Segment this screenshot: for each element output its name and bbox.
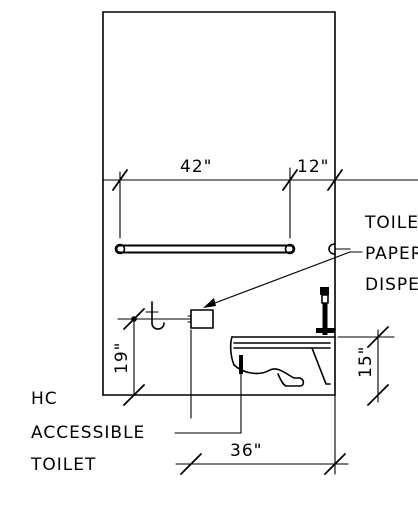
dim-grab-bar-width: 42" xyxy=(180,157,212,177)
dim-15-line xyxy=(337,326,395,406)
flush-valve-left xyxy=(117,301,214,330)
dim-flush-height: 19" xyxy=(112,342,132,374)
label-toilet-line2: ACCESSIBLE xyxy=(31,423,145,443)
label-paper-line3: DISPENSER xyxy=(365,275,418,295)
dispenser-leader xyxy=(203,251,363,308)
dim-19-line xyxy=(123,308,145,406)
dim-seat-height: 15" xyxy=(356,346,376,378)
label-toilet-line1: HC xyxy=(31,389,58,409)
dim-36-line xyxy=(175,394,349,475)
label-paper-line1: TOILET xyxy=(364,213,418,233)
label-toilet-line3: TOILET xyxy=(30,455,96,475)
wall-elevation xyxy=(102,11,336,396)
top-dimension-line xyxy=(102,167,418,239)
toilet-paper-dispenser xyxy=(328,243,351,255)
label-paper-line2: PAPER xyxy=(365,244,418,264)
toilet-leader xyxy=(174,371,242,434)
toilet-fixture xyxy=(190,329,336,419)
flush-valve-right xyxy=(316,287,335,335)
grab-bar xyxy=(114,243,296,255)
dim-grab-bar-offset: 12" xyxy=(297,157,329,177)
dim-toilet-centerline: 36" xyxy=(230,441,262,461)
